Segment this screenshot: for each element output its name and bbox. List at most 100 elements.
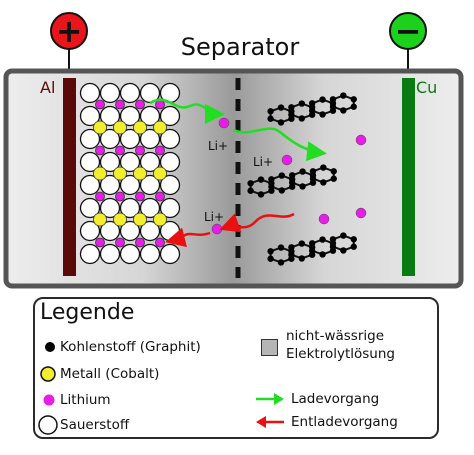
oxygen-atom (79, 151, 101, 173)
carbon-atom (288, 111, 295, 118)
carbon-atom (319, 236, 326, 243)
separator-label: Separator (181, 33, 300, 61)
carbon-atom (340, 247, 347, 254)
lithium-atom (95, 145, 105, 156)
carbon-atom (257, 191, 265, 198)
oxygen-atom (99, 82, 121, 104)
carbon-atom (278, 187, 285, 194)
charge-arrow (149, 98, 225, 124)
legend-discharge-label: Entladevorgang (291, 414, 398, 430)
discharge-arrow (219, 212, 295, 233)
carbon-atom (268, 183, 275, 190)
carbon-atom (267, 115, 274, 122)
carbon-atom (299, 168, 306, 175)
migrating-lithium-ion (218, 117, 230, 129)
carbon-atom (277, 259, 285, 266)
oxygen-atom (119, 220, 141, 242)
carbon-atom (288, 172, 296, 179)
carbon-dot-icon (45, 342, 55, 352)
cobalt-atom (113, 212, 127, 227)
oxygen-atom (139, 128, 161, 150)
cobalt-atom (113, 120, 127, 135)
lithium-atom (95, 191, 105, 202)
legend-cobalt-label: Metall (Cobalt) (60, 366, 160, 382)
carbon-atom (288, 104, 295, 111)
oxygen-atom (79, 174, 101, 196)
oxygen-atom (139, 151, 161, 173)
cobalt-atom (153, 212, 167, 227)
carbon-atom (319, 111, 326, 118)
lithium-atom (155, 191, 165, 202)
carbon-atom (340, 232, 347, 239)
oxygen-atom (79, 82, 101, 104)
oxygen-atom (119, 151, 141, 173)
carbon-atom (330, 168, 337, 175)
carbon-atom (308, 240, 316, 247)
lithium-atom (155, 237, 165, 248)
carbon-atom (288, 179, 296, 186)
discharge-arrow (165, 227, 211, 248)
legend-oxygen-label: Sauerstoff (60, 417, 130, 433)
carbon-atom (298, 115, 305, 122)
carbon-atom (298, 100, 305, 107)
oxygen-atom (99, 128, 121, 150)
lithium-atom (115, 99, 125, 110)
oxygen-atom (99, 105, 121, 127)
lithium-atom (95, 99, 105, 110)
legend-carbon-label: Kohlenstoff (Graphit) (60, 339, 201, 355)
oxygen-atom (139, 197, 161, 219)
carbon-atom (267, 255, 274, 262)
oxygen-atom (119, 197, 141, 219)
cobalt-dot-icon (40, 366, 56, 382)
cobalt-atom (93, 166, 107, 181)
lithium-atom (155, 145, 165, 156)
carbon-atom (267, 248, 274, 255)
lithium-atom (135, 145, 145, 156)
minus-sign: − (395, 12, 422, 50)
lithium-atom (95, 237, 105, 248)
cobalt-atom (93, 120, 107, 135)
lithium-dot-icon (43, 394, 55, 406)
carbon-atom (298, 240, 305, 247)
carbon-atom (329, 243, 337, 250)
oxygen-atom (99, 174, 121, 196)
carbon-atom (308, 107, 316, 114)
oxygen-atom (119, 128, 141, 150)
carbon-atom (277, 244, 285, 251)
legend-electrolyte-line1: nicht-wässrige (286, 328, 385, 344)
electrolyte-swatch-icon (261, 339, 278, 356)
carbon-atom (247, 187, 254, 194)
legend-charge-label: Ladevorgang (291, 391, 380, 407)
oxygen-atom (139, 243, 161, 265)
oxygen-atom (139, 220, 161, 242)
lithium-ion (281, 154, 293, 166)
lithium-ion (355, 207, 367, 219)
carbon-atom (350, 236, 357, 243)
carbon-atom (267, 108, 274, 115)
carbon-atom (309, 168, 317, 175)
carbon-atom (329, 103, 337, 110)
discharge-arrow-icon (256, 416, 284, 428)
oxygen-atom (99, 151, 121, 173)
oxygen-dot-icon (38, 415, 58, 435)
oxygen-atom (139, 105, 161, 127)
oxygen-atom (79, 243, 101, 265)
copper-collector (402, 78, 415, 276)
legend-lithium-label: Lithium (60, 392, 111, 408)
oxygen-atom (79, 197, 101, 219)
cobalt-atom (133, 166, 147, 181)
negative-terminal: − (389, 12, 427, 50)
carbon-atom (288, 251, 295, 258)
lithium-atom (135, 237, 145, 248)
lithium-atom (135, 99, 145, 110)
cobalt-atom (153, 166, 167, 181)
oxygen-atom (159, 151, 181, 173)
lithium-atom (115, 191, 125, 202)
cobalt-atom (93, 212, 107, 227)
carbon-atom (268, 176, 275, 183)
carbon-atom (278, 172, 285, 179)
graphite-layers (247, 92, 357, 266)
oxygen-atom (79, 128, 101, 150)
carbon-atom (340, 92, 347, 99)
